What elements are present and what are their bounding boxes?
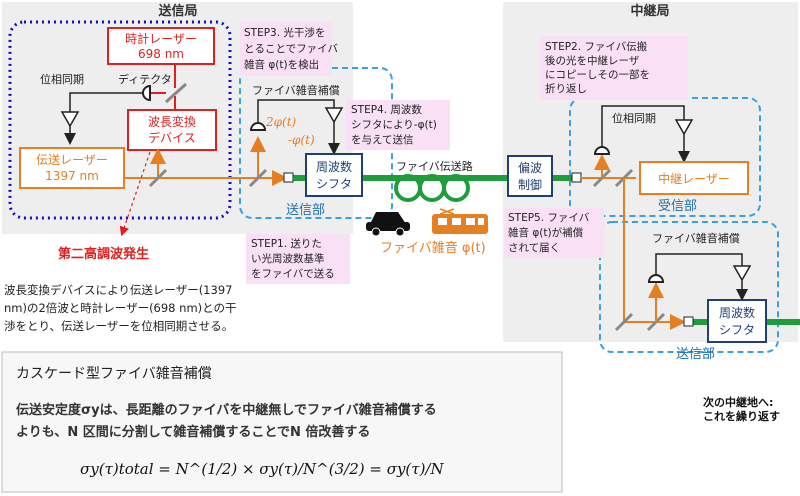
car-icon [366, 212, 410, 237]
fiber-noise-label: ファイバ雑音 φ(t) [380, 240, 486, 256]
wavelength-conv-label-2: デバイス [148, 130, 196, 145]
step5-line-3: されて届く [508, 242, 560, 254]
relay-tx-detector-icon [647, 274, 665, 283]
red-mirror [164, 82, 188, 104]
fiber-coil-icon [394, 174, 470, 202]
cascade-title: カスケード型ファイバ雑音補償 [16, 365, 212, 382]
step5-note [504, 208, 604, 258]
detector-feedback-line [69, 92, 143, 112]
sender-station-title: 送信局 [157, 3, 197, 19]
description-line-2: nm)の2倍波と時計レーザー(698 nm)との干 [4, 301, 237, 315]
step3-line-2: とることでファイバ [244, 43, 338, 55]
step4-note [346, 100, 450, 150]
relay-detector-icon [593, 146, 611, 155]
tx-unit2-box [599, 221, 779, 353]
relay-laser-box [639, 161, 749, 195]
aom-small-relay-tx [683, 316, 694, 327]
relay-amplifier-icon [674, 119, 694, 136]
relay-tx-splitter-1 [614, 312, 634, 332]
freq-shifter-label-2: シフタ [316, 177, 352, 191]
second-harmonic-pointer [119, 151, 151, 237]
tx-laser-label-2: 1397 nm [45, 169, 99, 183]
relay-station-title: 中継局 [630, 3, 669, 19]
step4-line-1: STEP4. 周波数 [351, 103, 422, 116]
next-relay-line-1: 次の中継地へ: [703, 395, 773, 409]
step3-line-1: STEP3. 光干渉を [244, 26, 325, 39]
step5-line-2: 雑音 φ(t)が補償 [508, 226, 584, 239]
tx-splitter [148, 168, 168, 188]
polarization-label-2: 制御 [518, 177, 542, 192]
relay-laser-label: 中継レーザー [658, 171, 730, 186]
aom-small-relay [571, 172, 582, 183]
phase-sync-label: 位相同期 [40, 72, 84, 86]
clock-laser-box [107, 27, 215, 65]
step2-line-3: にコピーしその一部を [545, 68, 650, 81]
description-line-1: 波長変換デバイスにより伝送レーザー(1397 [4, 283, 232, 297]
step5-line-1: STEP5. ファイバ [508, 212, 590, 224]
tx-detector-line [257, 99, 335, 123]
relay-tx-amplifier-icon [732, 265, 752, 282]
polarization-box [507, 155, 553, 197]
freq-shifter-label-1: 周波数 [316, 159, 352, 174]
relay-tx-detector-line [655, 253, 743, 275]
freq-shifter2-label-2: シフタ [719, 323, 755, 337]
tx-laser-label-1: 伝送レーザー [36, 152, 108, 167]
second-harmonic-label: 第二高調波発生 [58, 246, 149, 262]
step3-line-3: 雑音 φ(t)を検出 [244, 58, 319, 71]
step2-note [540, 36, 688, 100]
cascade-box [1, 351, 563, 493]
freq-shifter-box [305, 153, 363, 197]
amplifier-icon [60, 111, 80, 128]
step3-note [240, 22, 332, 76]
tx-amplifier-icon [324, 107, 344, 124]
clock-laser-label-1: 時計レーザー [125, 31, 197, 46]
step4-line-3: を与えて送信 [351, 133, 413, 146]
step2-line-4: 折り返し [545, 82, 587, 95]
step2-line-2: 後の光を中継レーザ [545, 54, 640, 67]
tx-detector-icon [249, 122, 267, 131]
phase-sync-relay-label: 位相同期 [612, 111, 656, 125]
phi2-label: 2φ(t) [265, 115, 297, 129]
noise-comp-tx-label: ファイバ雑音補償 [252, 83, 340, 97]
step1-line-1: STEP1. 送りた [251, 237, 322, 250]
minus-phi-label: -φ(t) [288, 133, 315, 147]
cascade-text-2: よりも、N 区間に分割して雑音補償することでN 倍改善する [16, 424, 370, 440]
fiber-path-label: ファイバ伝送路 [396, 159, 473, 173]
polarization-label-1: 偏波 [518, 160, 542, 175]
detector-icon [142, 84, 151, 102]
tx-unit-splitter [248, 168, 268, 188]
step1-line-3: をファイバで送る [251, 267, 335, 280]
noise-comp-relay-label: ファイバ雑音補償 [652, 231, 740, 245]
relay-detector-line [601, 105, 685, 147]
rx-unit-label: 受信部 [658, 199, 697, 214]
tx-laser-box [19, 147, 125, 189]
freq-shifter2-label-1: 周波数 [719, 305, 755, 320]
tx-unit2-label: 送信部 [676, 347, 715, 362]
wavelength-conv-label-1: 波長変換 [148, 114, 196, 129]
train-icon [432, 208, 488, 234]
description-line-3: 渉をとり、伝送レーザーを位相同期させる。 [4, 319, 233, 333]
step2-line-1: STEP2. ファイバ伝搬 [545, 40, 648, 53]
reference-section-box [8, 20, 232, 220]
aom-small [283, 172, 294, 183]
next-relay-line-2: これを繰り返す [703, 409, 780, 423]
clock-laser-label-2: 698 nm [138, 47, 184, 61]
freq-shifter2-box [707, 299, 767, 343]
step4-line-2: シフタにより-φ(t) [351, 119, 437, 131]
step1-note [246, 234, 350, 284]
step1-line-2: い光周波数基準 [251, 252, 325, 265]
wavelength-conversion-box [127, 109, 217, 151]
cascade-formula: σy(τ)total = N^(1/2) × σy(τ)/N^(3/2) = σ… [80, 460, 444, 478]
tx-unit-label: 送信部 [286, 203, 325, 218]
detector-label: ディテクタ [118, 72, 172, 86]
cascade-text-1: 伝送安定度σyは、長距離のファイバを中継無しでファイバ雑音補償する [16, 402, 437, 418]
